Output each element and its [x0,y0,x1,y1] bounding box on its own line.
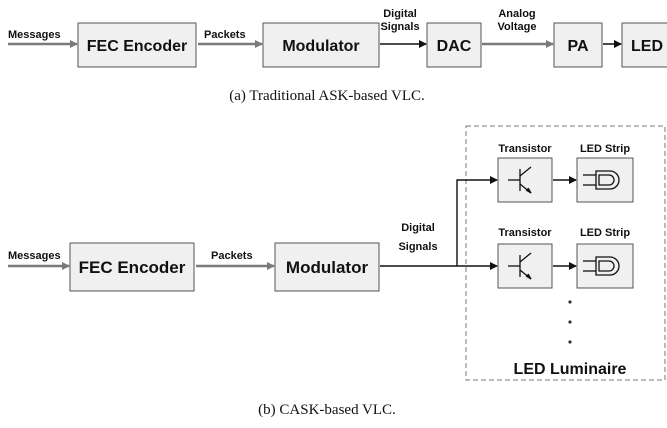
a-analog-label-2: Voltage [498,21,537,33]
b-messages-label: Messages [8,250,61,262]
led-icon [583,170,620,190]
a-digital-label-2: Signals [380,21,419,33]
a-digital-label-1: Digital [383,8,417,20]
b-transistor-block-2 [497,243,553,289]
b-led-luminaire-container [465,125,666,381]
transistor-icon [508,166,532,194]
b-led-strip-block-1 [576,157,634,203]
b-fec-encoder-block [69,242,195,292]
a-modulator-block [262,22,380,68]
more-branches-ellipsis [568,300,572,344]
b-led-strip-label-1: LED Strip [580,143,630,155]
a-dac-block [426,22,482,68]
figure-a: Messages FEC Encoder Packets Modulator D… [8,8,667,104]
a-dac-text: DAC [437,38,472,55]
b-modulator-block [274,242,380,292]
a-led-block [621,22,667,68]
b-caption: (b) CASK-based VLC. [258,402,396,418]
a-pa-block [553,22,603,68]
b-arrow-branch-top [456,176,498,266]
a-pa-text: PA [567,38,588,55]
b-digital-label-1: Digital [401,222,435,234]
a-led-text: LED [631,38,663,55]
led-icon [583,256,620,276]
a-modulator-text: Modulator [282,38,359,55]
a-caption: (a) Traditional ASK-based VLC. [229,88,425,104]
a-packets-label: Packets [204,29,246,41]
a-fec-encoder-block [77,22,197,68]
b-digital-label-2: Signals [398,241,437,253]
b-fec-encoder-text: FEC Encoder [79,258,186,277]
b-transistor-label-2: Transistor [498,227,552,239]
b-packets-label: Packets [211,250,253,262]
b-led-strip-label-2: LED Strip [580,227,630,239]
b-modulator-text: Modulator [286,258,369,277]
a-messages-label: Messages [8,29,61,41]
b-transistor-label-1: Transistor [498,143,552,155]
b-transistor-block-1 [497,157,553,203]
figure-b: LED Luminaire Messages FEC Encoder Packe… [8,125,666,418]
a-analog-label-1: Analog [498,8,535,20]
a-fec-encoder-text: FEC Encoder [87,38,187,55]
transistor-icon [508,252,532,280]
b-led-strip-block-2 [576,243,634,289]
b-led-luminaire-label: LED Luminaire [514,361,627,378]
